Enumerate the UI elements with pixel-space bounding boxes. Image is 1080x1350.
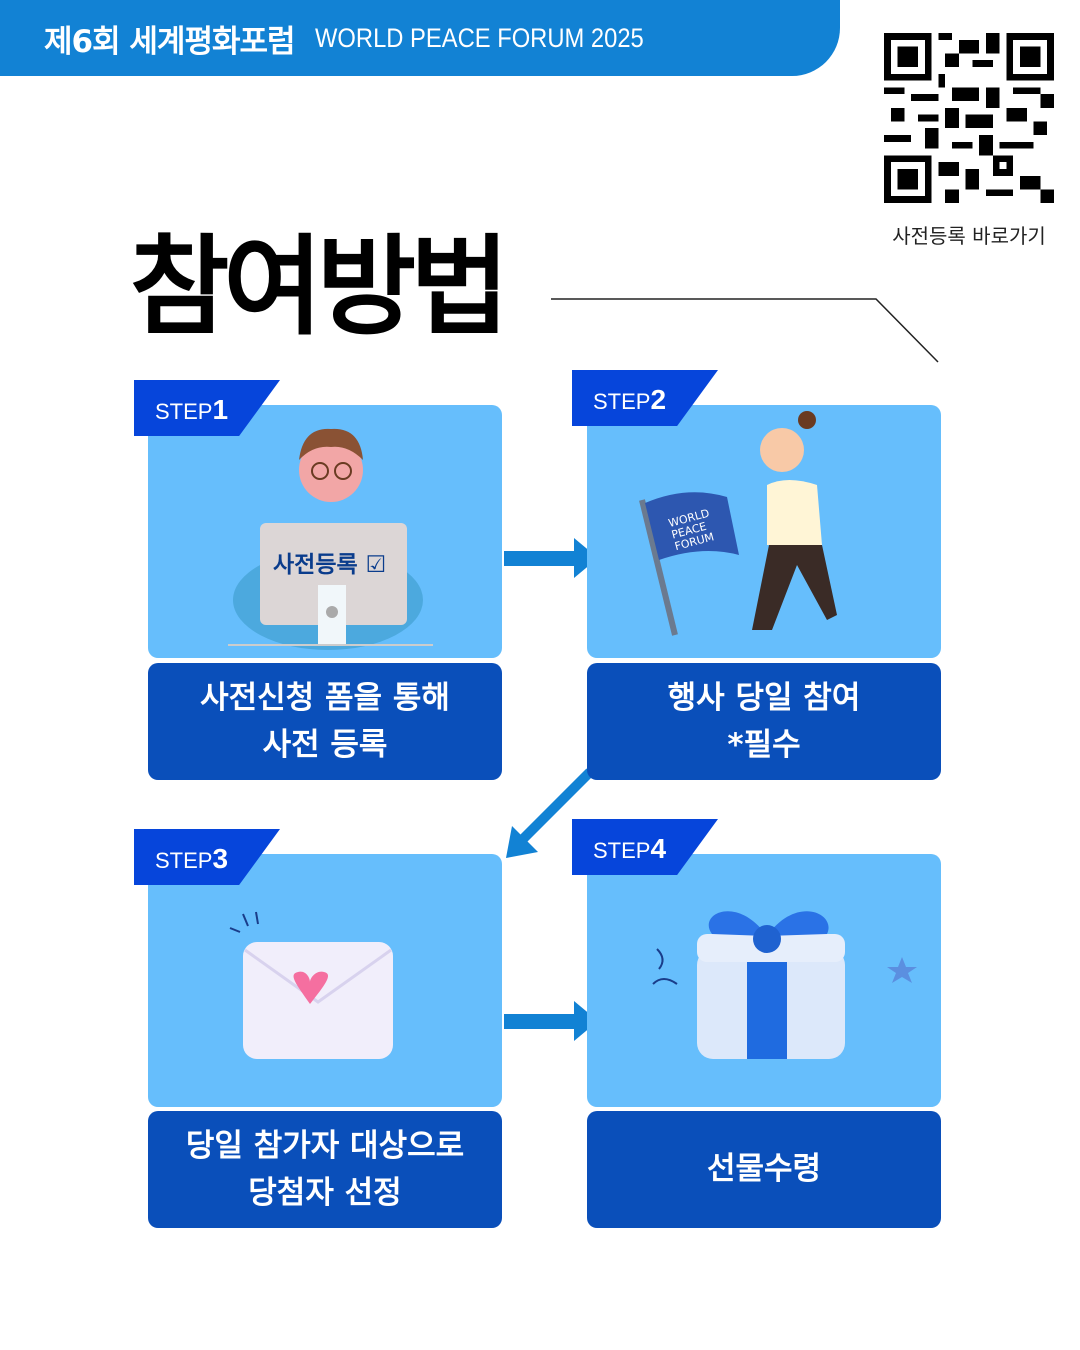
step1-label: 사전신청 폼을 통해 사전 등록	[148, 663, 502, 780]
header-title-en: WORLD PEACE FORUM 2025	[314, 22, 644, 53]
step-number: 3	[212, 843, 229, 874]
step3-card	[148, 854, 502, 1107]
arrow-diagonal-icon	[506, 768, 594, 858]
step3-tag: STEP3	[134, 829, 280, 885]
step2-tag: STEP2	[572, 370, 718, 426]
header-title-ko: 제6회 세계평화포럼	[44, 23, 296, 60]
page-title: 참여방법	[130, 225, 509, 350]
qr-code[interactable]	[884, 33, 1054, 203]
person-computer-illustration	[228, 428, 433, 650]
arrow-right-icon	[504, 1001, 598, 1041]
gift-box-illustration	[652, 911, 917, 1059]
walking-woman-flag-illustration	[639, 411, 837, 636]
step-tag-text: STEP	[155, 848, 213, 873]
step-tag-text: STEP	[593, 389, 651, 414]
qr-caption[interactable]: 사전등록 바로가기	[892, 224, 1046, 248]
step-number: 4	[650, 833, 667, 864]
step4-label: 선물수령	[587, 1111, 941, 1228]
step-number: 1	[212, 394, 229, 425]
step3-label: 당일 참가자 대상으로 당첨자 선정	[148, 1111, 502, 1228]
step-tag-text: STEP	[593, 838, 651, 863]
title-divider-line	[551, 298, 939, 363]
step2-label: 행사 당일 참여 *필수	[587, 663, 941, 780]
step-tag-text: STEP	[155, 399, 213, 424]
arrow-right-icon	[504, 538, 598, 578]
step-number: 2	[650, 384, 667, 415]
header-banner: 제6회 세계평화포럼 WORLD PEACE FORUM 2025	[0, 0, 840, 76]
step4-card	[587, 854, 941, 1107]
envelope-heart-illustration	[229, 911, 393, 1059]
step2-card: WORLD PEACE FORUM	[587, 405, 941, 658]
screen-text: 사전등록 ☑	[273, 552, 387, 578]
step1-card: 사전등록 ☑	[148, 405, 502, 658]
